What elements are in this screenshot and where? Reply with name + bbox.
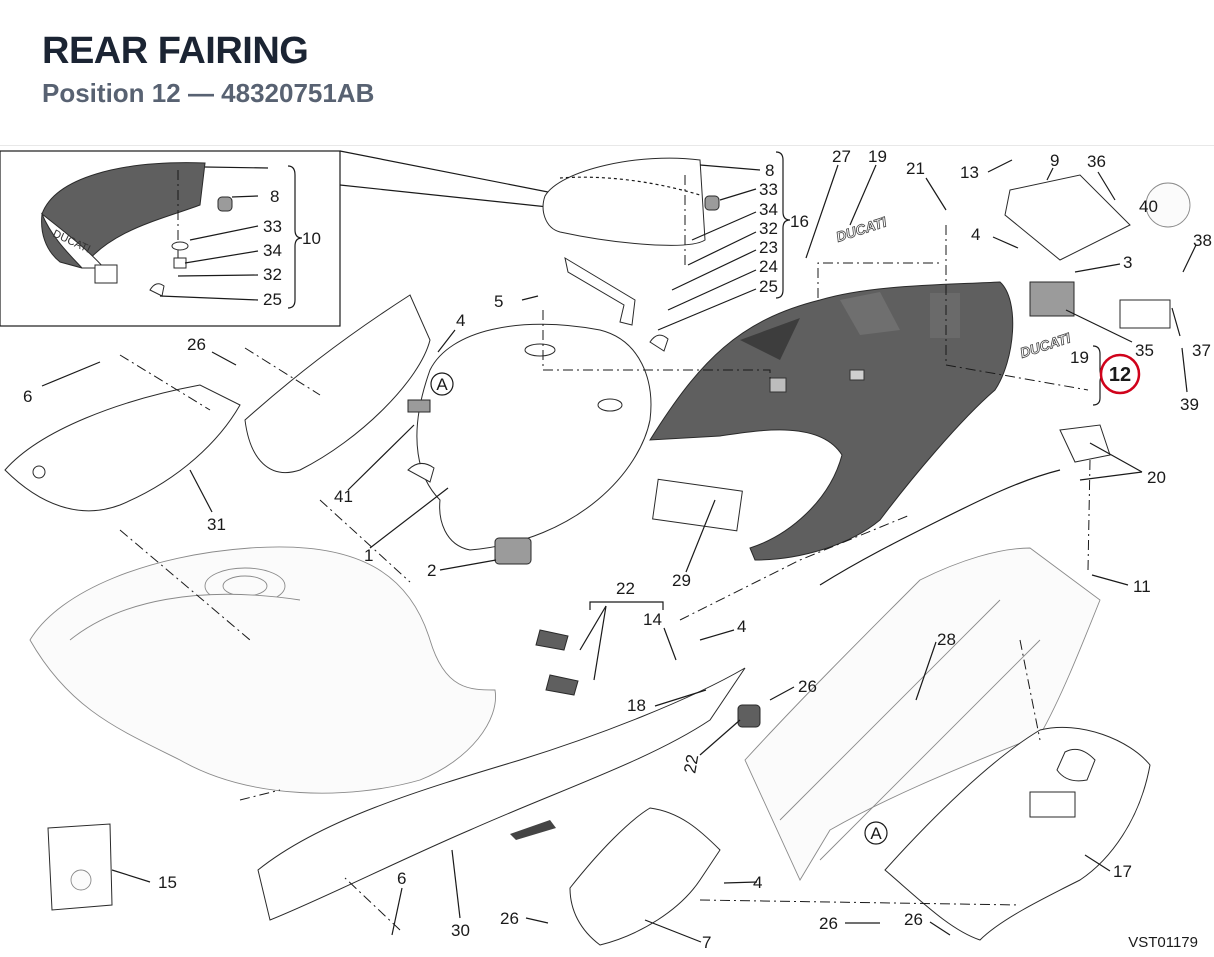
fuel-tank-ghost [29, 546, 496, 794]
passenger-seat-inset: DUCATI [40, 162, 233, 297]
callout-13: 13 [960, 163, 979, 182]
small-parts [47, 174, 1191, 946]
reference-marker-a-bottom: A [864, 821, 888, 845]
undertray [884, 726, 1151, 941]
callout-32-inset: 32 [263, 265, 282, 284]
callout-36: 36 [1087, 152, 1106, 171]
subtitle-separator: — [187, 78, 214, 108]
subframe-ghost [744, 547, 1101, 881]
callout-32: 32 [759, 219, 778, 238]
callout-26-bottom-left: 26 [500, 909, 519, 928]
tail-fairing [649, 281, 1014, 561]
callout-4-mid: 4 [737, 617, 746, 636]
callout-6-top: 6 [23, 387, 32, 406]
callout-34-inset: 34 [263, 241, 282, 260]
header-divider [0, 145, 1214, 146]
callout-30: 30 [451, 921, 470, 940]
highlight-ring [1099, 353, 1141, 395]
callout-33-inset: 33 [263, 217, 282, 236]
marker-a-top-label: A [436, 375, 448, 394]
callout-34: 34 [759, 200, 778, 219]
callout-33: 33 [759, 180, 778, 199]
callout-1: 1 [364, 546, 373, 565]
alignment-lines [119, 225, 1091, 931]
reference-marker-a-top: A [430, 372, 454, 396]
page-title: REAR FAIRING [42, 30, 309, 72]
callout-23: 23 [759, 238, 778, 257]
callout-4-bottom: 4 [753, 873, 762, 892]
ducati-decal-top: DUCATI [834, 213, 889, 245]
callout-26-bottom-mid: 26 [819, 914, 838, 933]
subtitle-position: Position 12 [42, 78, 181, 108]
callout-6-bottom: 6 [397, 869, 406, 888]
callout-19-right: 19 [1070, 348, 1089, 367]
callout-22-lock: 22 [680, 753, 702, 775]
inset-box [0, 150, 549, 327]
page-subtitle: Position 12 — 48320751AB [42, 78, 374, 109]
callout-25-inset: 25 [263, 290, 282, 309]
callout-5: 5 [494, 292, 503, 311]
callout-12-highlight: 12 [1099, 353, 1141, 395]
rider-seat [407, 323, 652, 551]
callout-28: 28 [937, 630, 956, 649]
callout-39: 39 [1180, 395, 1199, 414]
callout-22-keys: 22 [616, 579, 635, 598]
callout-8: 8 [765, 161, 774, 180]
callout-29: 29 [672, 571, 691, 590]
ducati-decal-right: DUCATI [1018, 329, 1073, 361]
marker-a-bottom-label: A [870, 824, 882, 843]
callout-9: 9 [1050, 151, 1059, 170]
callout-8-inset: 8 [270, 187, 279, 206]
callout-31: 31 [207, 515, 226, 534]
callout-40: 40 [1139, 197, 1158, 216]
callout-19-top: 19 [868, 147, 887, 166]
callout-21: 21 [906, 159, 925, 178]
callout-26-left: 26 [187, 335, 206, 354]
callout-27: 27 [832, 147, 851, 166]
callout-25: 25 [759, 277, 778, 296]
subtitle-part-number: 48320751AB [221, 78, 375, 108]
side-panel-left-lower [257, 667, 746, 921]
callout-10: 10 [302, 229, 321, 248]
callout-35: 35 [1135, 341, 1154, 360]
callout-16: 16 [790, 212, 809, 231]
callout-18: 18 [627, 696, 646, 715]
callout-4-top: 4 [971, 225, 980, 244]
callout-26-mid: 26 [798, 677, 817, 696]
callout-24: 24 [759, 257, 778, 276]
callout-17: 17 [1113, 862, 1132, 881]
passenger-seat-main [542, 157, 720, 352]
callout-38: 38 [1193, 231, 1212, 250]
callout-labels: 8 33 34 32 25 10 8 33 34 32 23 24 25 16 … [23, 147, 1212, 952]
callout-37: 37 [1192, 341, 1211, 360]
leader-lines [41, 151, 1197, 943]
callout-26-bottom-right: 26 [904, 910, 923, 929]
side-panel-left-upper [4, 294, 431, 512]
callout-14: 14 [643, 610, 662, 629]
callout-3: 3 [1123, 253, 1132, 272]
callout-4-left: 4 [456, 311, 465, 330]
callout-12: 12 [1109, 364, 1131, 386]
callout-2: 2 [427, 561, 436, 580]
callout-11: 11 [1133, 577, 1151, 596]
callout-15: 15 [158, 873, 177, 892]
callout-41: 41 [334, 487, 353, 506]
callout-20: 20 [1147, 468, 1166, 487]
drawing-reference-code: VST01179 [1128, 934, 1198, 951]
callout-7: 7 [702, 933, 711, 952]
